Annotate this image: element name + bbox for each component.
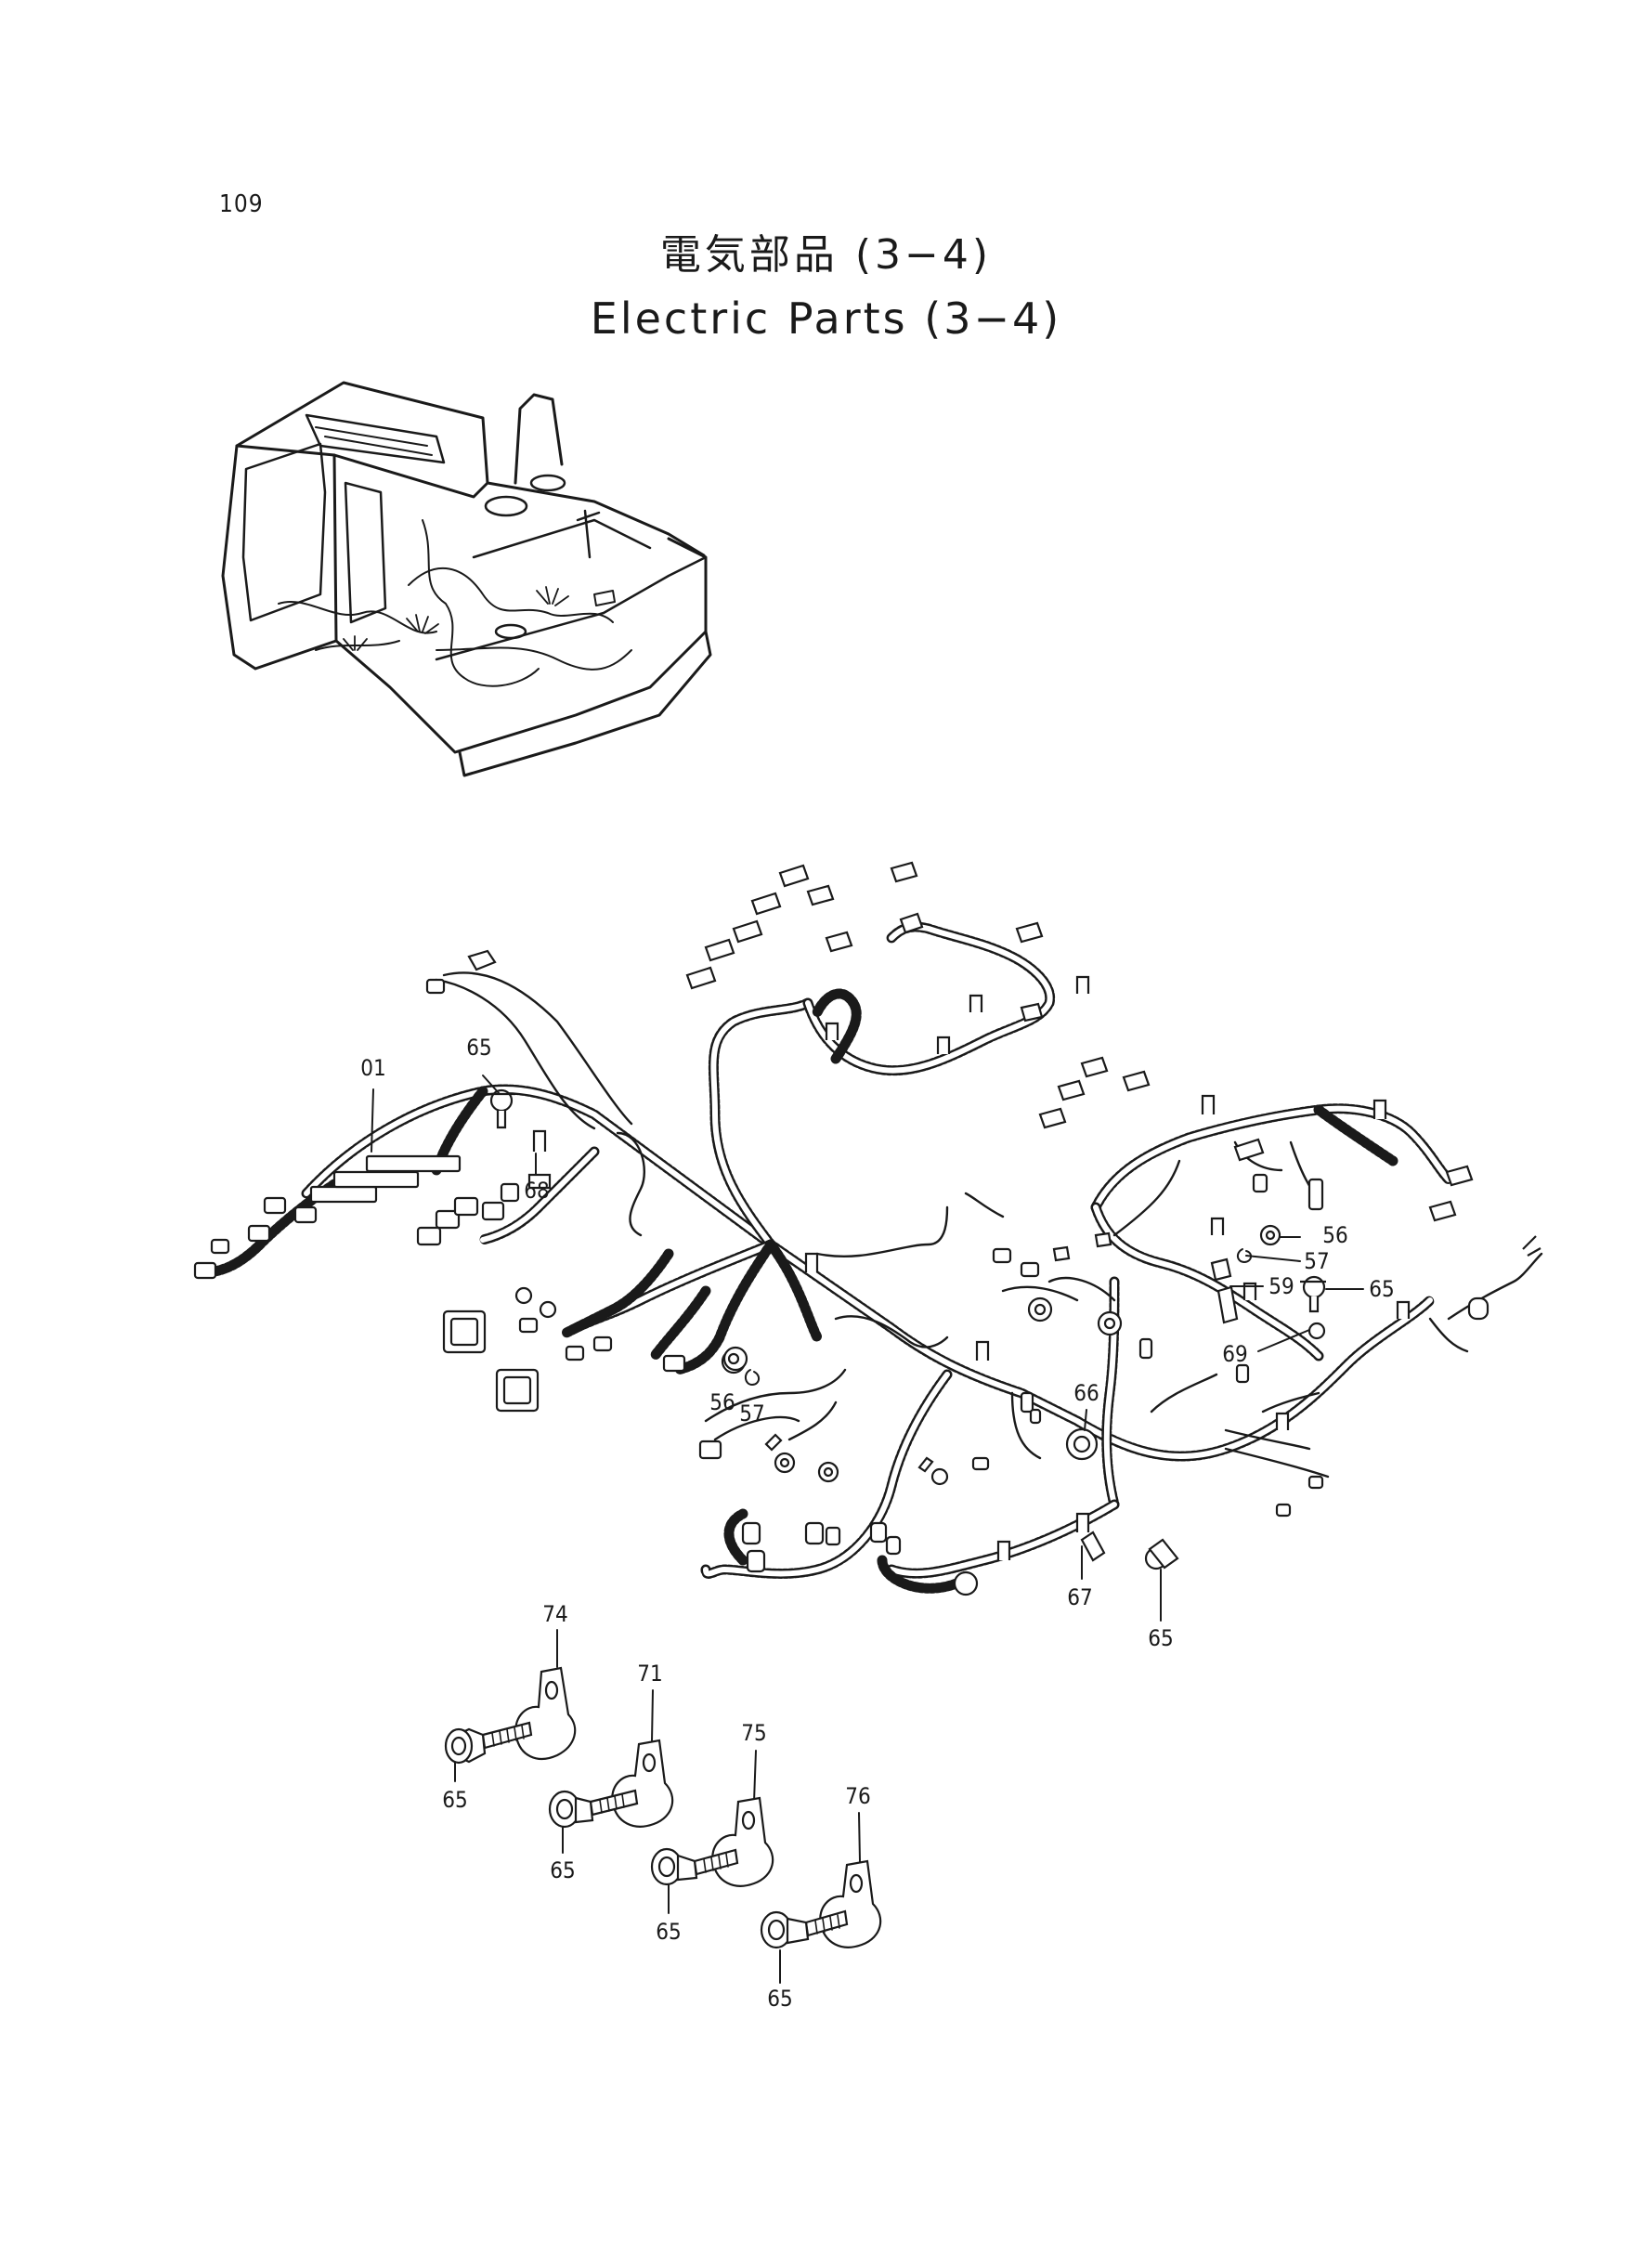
callout-65: 65 — [767, 1986, 793, 2012]
callout-57: 57 — [739, 1401, 765, 1427]
callout-74: 74 — [542, 1601, 568, 1627]
connectors — [193, 861, 1541, 1596]
loose-wires — [435, 971, 1543, 1479]
callout-68: 68 — [524, 1178, 550, 1204]
callout-59: 59 — [1268, 1273, 1294, 1299]
clamp-assembly-74 — [444, 1666, 577, 1765]
title-block: 電気部品 (3−4) Electric Parts (3−4) — [0, 221, 1652, 344]
callout-65: 65 — [550, 1857, 576, 1883]
callout-66: 66 — [1073, 1380, 1099, 1406]
callout-56: 56 — [709, 1389, 735, 1415]
callout-65: 65 — [656, 1919, 682, 1945]
callout-67: 67 — [1067, 1584, 1093, 1610]
clamp-assembly-75 — [650, 1796, 774, 1887]
callout-01: 01 — [360, 1055, 386, 1081]
callout-57: 57 — [1304, 1248, 1330, 1274]
clamp-assembly-71 — [548, 1739, 674, 1829]
small-hardware — [488, 1088, 1326, 1570]
callout-65: 65 — [466, 1035, 492, 1061]
callout-65: 65 — [1369, 1276, 1395, 1302]
title-english: Electric Parts (3−4) — [590, 293, 1062, 344]
callout-76: 76 — [845, 1783, 871, 1809]
harness-clamps — [527, 975, 1411, 1560]
callout-56: 56 — [1322, 1222, 1348, 1248]
callout-65: 65 — [442, 1787, 468, 1813]
callout-65: 65 — [1148, 1625, 1174, 1651]
callout-75: 75 — [741, 1720, 767, 1746]
clamp-assembly-76 — [760, 1859, 882, 1949]
machine-overview-illustration — [221, 381, 712, 777]
title-japanese: 電気部品 (3−4) — [659, 231, 993, 279]
callout-69: 69 — [1222, 1341, 1248, 1367]
page-number: 109 — [219, 190, 264, 218]
callout-71: 71 — [637, 1661, 663, 1687]
